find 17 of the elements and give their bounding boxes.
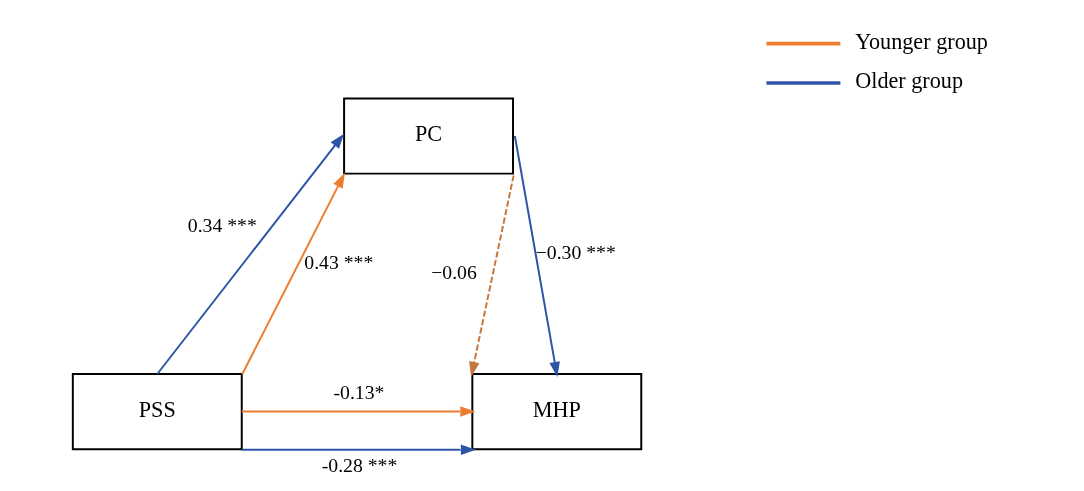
legend-label: Younger group xyxy=(855,28,988,54)
arrow xyxy=(156,133,345,375)
arrow xyxy=(240,405,476,417)
edge-label: -0.13* xyxy=(333,380,385,403)
edge-label: 0.43 *** xyxy=(304,250,374,273)
node-box: MHP xyxy=(471,372,643,450)
edge-label: −0.06 xyxy=(431,260,477,283)
arrow xyxy=(240,444,476,455)
arrow xyxy=(513,134,560,377)
arrow xyxy=(241,172,345,375)
legend-label: Older group xyxy=(855,67,964,93)
edge-label: −0.30 *** xyxy=(535,240,616,263)
node-box: PSS xyxy=(71,372,243,450)
edge-label: -0.28 *** xyxy=(321,453,398,476)
arrow xyxy=(469,173,515,377)
edge-label: 0.34 *** xyxy=(187,213,257,236)
node-box: PC xyxy=(343,96,514,175)
